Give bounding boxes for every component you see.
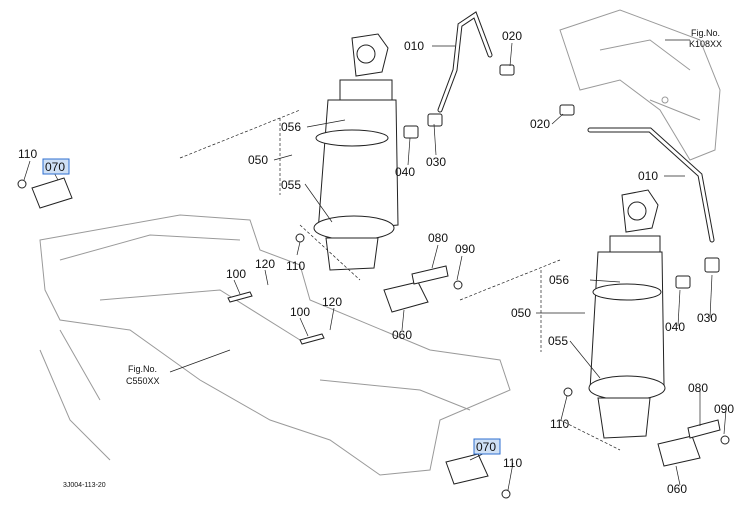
- callout-100-upper[interactable]: 100: [226, 267, 246, 281]
- callout-020-top[interactable]: 020: [502, 29, 522, 43]
- callout-110-topleft[interactable]: 110: [18, 147, 37, 161]
- group-brackets: [179, 109, 621, 451]
- callout-080-mid[interactable]: 080: [428, 231, 448, 245]
- callout-110-bottom[interactable]: 110: [503, 456, 522, 470]
- callout-110-right[interactable]: 110: [550, 417, 569, 431]
- callout-090-right[interactable]: 090: [714, 402, 734, 416]
- pins: [31, 177, 721, 485]
- callout-020-right[interactable]: 020: [530, 117, 550, 131]
- callout-056-left[interactable]: 056: [281, 120, 301, 134]
- left-cylinder: [313, 33, 399, 271]
- callout-080-right[interactable]: 080: [688, 381, 708, 395]
- highlight-070-bottom: [473, 438, 501, 455]
- callout-050-left[interactable]: 050: [248, 153, 268, 167]
- callout-030-right[interactable]: 030: [697, 311, 717, 325]
- callout-010-top[interactable]: 010: [404, 39, 424, 53]
- right-cylinder: [588, 189, 666, 439]
- callout-060-right[interactable]: 060: [667, 482, 687, 496]
- fig-ref-k108-prefix[interactable]: Fig.No.: [691, 28, 720, 38]
- callout-090-mid[interactable]: 090: [455, 242, 475, 256]
- drawing-code: 3J004-113-20: [63, 482, 106, 489]
- callout-055-right[interactable]: 055: [548, 334, 568, 348]
- callout-100-lower[interactable]: 100: [290, 305, 310, 319]
- fig-ref-c550-prefix[interactable]: Fig.No.: [128, 364, 157, 374]
- loader-frame: [39, 9, 721, 476]
- callout-120-lower[interactable]: 120: [322, 295, 342, 309]
- fittings: [403, 64, 720, 289]
- callout-040-right[interactable]: 040: [665, 320, 685, 334]
- fig-ref-k108-code[interactable]: K108XX: [689, 39, 722, 49]
- fig-ref-c550-code[interactable]: C550XX: [126, 376, 160, 386]
- figure-refs: Fig.No. K108XX Fig.No. C550XX: [126, 28, 722, 386]
- hydraulic-hoses: [437, 11, 715, 243]
- callout-110-mid[interactable]: 110: [286, 259, 305, 273]
- callout-labels: 010 020 056 050 055 040 030 020 010 110 …: [18, 29, 734, 496]
- callout-030-left[interactable]: 030: [426, 155, 446, 169]
- callout-050-right[interactable]: 050: [511, 306, 531, 320]
- callout-055-left[interactable]: 055: [281, 178, 301, 192]
- callout-010-right[interactable]: 010: [638, 169, 658, 183]
- leader-lines: [23, 39, 727, 491]
- callout-070-left[interactable]: 070: [45, 160, 65, 174]
- callout-060-mid[interactable]: 060: [392, 328, 412, 342]
- callout-120-upper[interactable]: 120: [255, 257, 275, 271]
- callout-070-bottom[interactable]: 070: [476, 440, 496, 454]
- highlight-070-left: [42, 158, 70, 175]
- bolts: [17, 179, 730, 499]
- callout-040-left[interactable]: 040: [395, 165, 415, 179]
- callout-056-right[interactable]: 056: [549, 273, 569, 287]
